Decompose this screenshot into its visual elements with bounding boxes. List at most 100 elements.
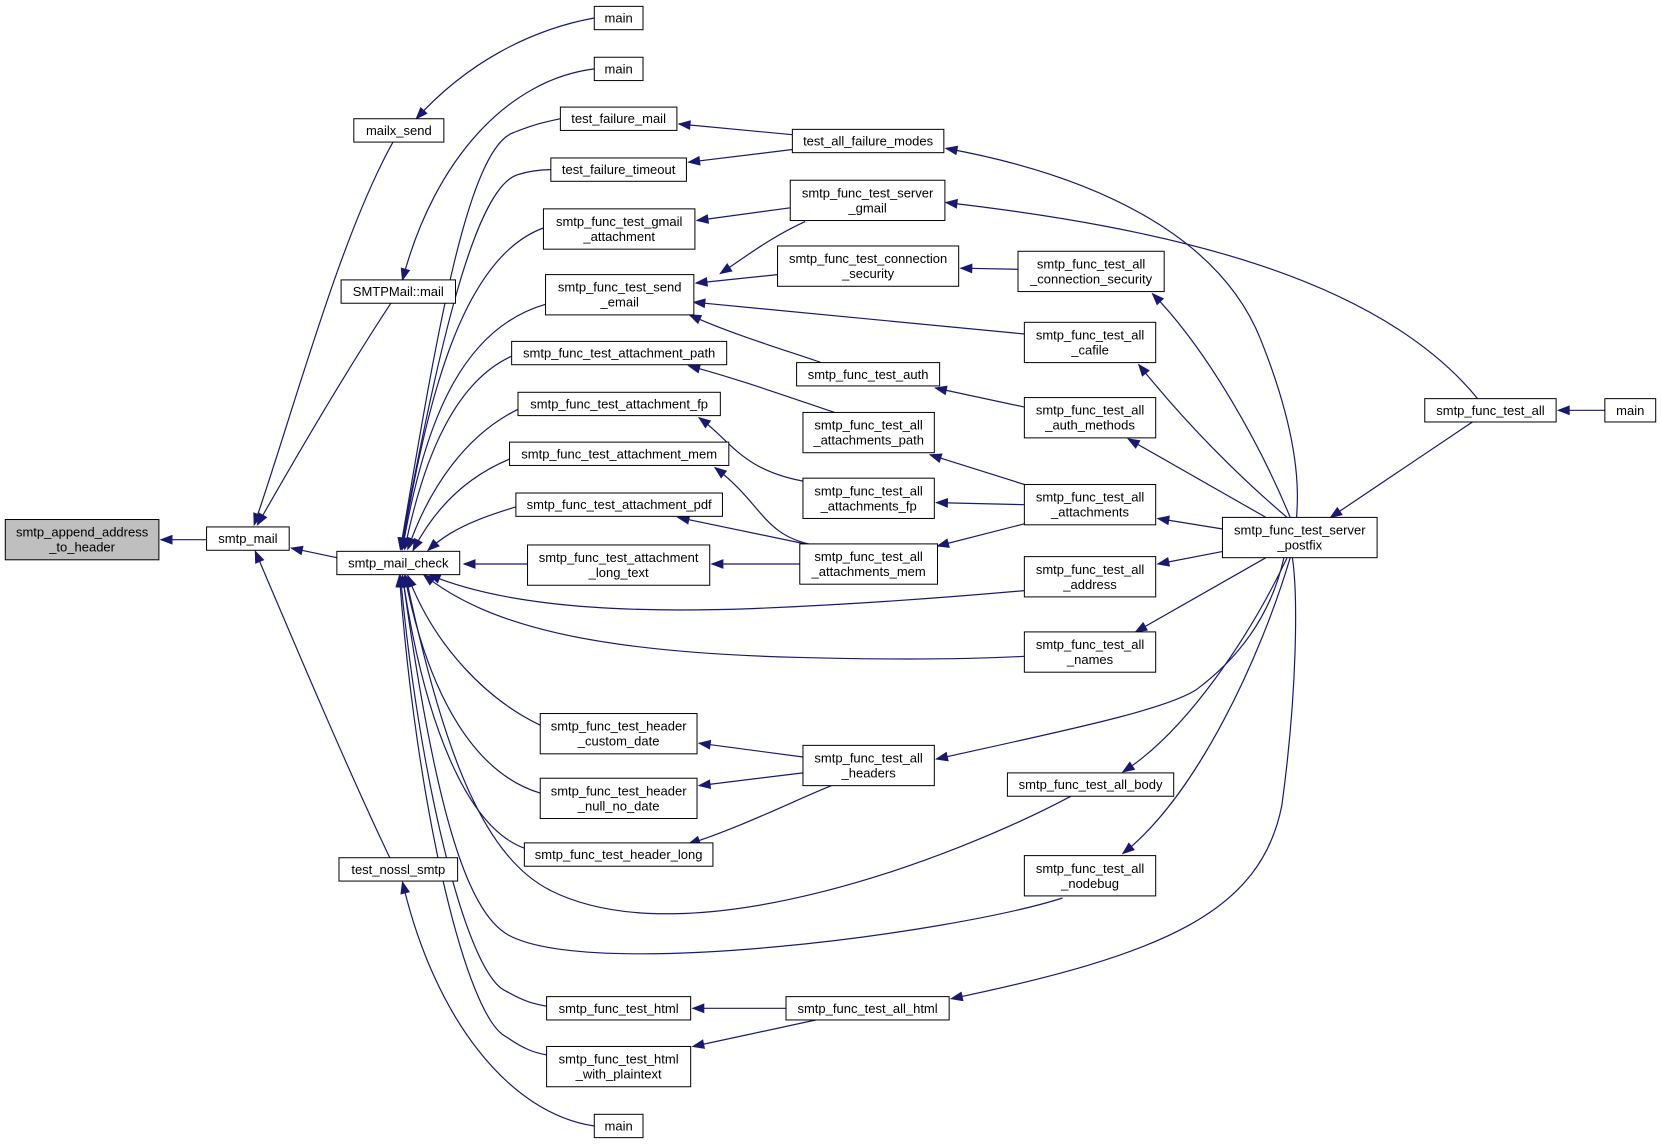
edge-n-smtpmail-main2 (401, 68, 595, 281)
graph-node-test-failure-mail[interactable]: test_failure_mail (559, 106, 678, 131)
graph-node-test-all[interactable]: smtp_func_test_all (1424, 398, 1557, 423)
node-box (546, 1045, 692, 1088)
edge-n-hdr-custom-all (699, 742, 804, 758)
arrowhead (400, 267, 411, 282)
graph-node-att-path[interactable]: smtp_func_test_attachment_path (511, 340, 728, 366)
graph-node-server-postfix[interactable]: smtp_func_test_server_postfix (1221, 516, 1378, 559)
node-box (1023, 855, 1157, 897)
arrowhead (1329, 506, 1343, 519)
graph-node-hdr-null[interactable]: smtp_func_test_header_null_no_date (539, 777, 698, 820)
graph-node-all-attachments[interactable]: smtp_func_test_all_attachments (1023, 484, 1157, 526)
node-box (539, 713, 698, 755)
arrowhead (944, 198, 958, 209)
node-label: smtp_func_test_html (559, 1001, 679, 1016)
node-label: test_failure_timeout (562, 162, 676, 177)
graph-node-smtpmail-mail[interactable]: SMTPMail::mail (340, 279, 457, 304)
graph-node-hdr-long[interactable]: smtp_func_test_header_long (523, 842, 714, 867)
graph-node-main1[interactable]: main (593, 5, 644, 31)
node-label: smtp_append_address (16, 525, 149, 540)
arrowhead (1137, 363, 1150, 377)
edge-n-gmail-srv-gmail (696, 207, 791, 222)
node-label: test_failure_mail (571, 111, 666, 126)
node-box (527, 544, 711, 586)
arrowhead (687, 364, 701, 374)
node-label: _address (1062, 577, 1117, 592)
node-label: _email (600, 295, 639, 310)
graph-node-att-fp[interactable]: smtp_func_test_attachment_fp (517, 391, 721, 417)
graph-node-all-att-mem[interactable]: smtp_func_test_all_attachments_mem (799, 543, 938, 585)
node-box (1006, 772, 1175, 797)
arrowhead (691, 1003, 705, 1014)
graph-node-root[interactable]: smtp_append_address_to_header (4, 519, 160, 561)
graph-node-conn-security[interactable]: smtp_func_test_connection_security (777, 245, 960, 287)
graph-node-gmail-attachment[interactable]: smtp_func_test_gmail_attachment (542, 208, 696, 250)
arrowhead (935, 751, 949, 762)
edge-n-mc-html-plain (398, 575, 547, 1056)
node-box (515, 492, 723, 517)
graph-node-test-nossl[interactable]: test_nossl_smtp (338, 857, 459, 882)
node-box (802, 477, 935, 519)
node-label: _null_no_date (577, 798, 660, 813)
node-label: _nodebug (1060, 876, 1119, 891)
graph-node-auth[interactable]: smtp_func_test_auth (796, 362, 941, 387)
graph-node-all-cafile[interactable]: smtp_func_test_all_cafile (1023, 321, 1157, 364)
graph-node-all-body[interactable]: smtp_func_test_all_body (1006, 772, 1175, 797)
graph-node-all-failure[interactable]: test_all_failure_modes (791, 128, 945, 154)
graph-node-send-email[interactable]: smtp_func_test_send_email (545, 274, 695, 316)
edge-n-html-plain-all-html (692, 1019, 816, 1048)
node-box (340, 279, 457, 304)
graph-node-att-mem[interactable]: smtp_func_test_attachment_mem (509, 441, 730, 466)
graph-node-mailx-send[interactable]: mailx_send (353, 118, 445, 143)
graph-node-all-html[interactable]: smtp_func_test_all_html (785, 996, 950, 1021)
node-label: mailx_send (366, 123, 432, 138)
graph-node-all-auth-methods[interactable]: smtp_func_test_all_auth_methods (1023, 397, 1157, 439)
arrowhead (719, 263, 733, 275)
edge-n-all-failure-postfix (945, 147, 1298, 518)
arrowhead (426, 538, 440, 552)
node-box (789, 179, 946, 222)
graph-node-all-conn-sec[interactable]: smtp_func_test_all_connection_security (1017, 250, 1165, 293)
graph-nodes: smtp_append_address_to_headersmtp_mailma… (4, 5, 1657, 1139)
edge-n-all-cafile-postfix (1138, 364, 1288, 518)
graph-node-html-plain[interactable]: smtp_func_test_html_with_plaintext (546, 1045, 692, 1088)
graph-node-server-gmail[interactable]: smtp_func_test_server_gmail (789, 179, 946, 222)
graph-node-test-failure-timeout[interactable]: test_failure_timeout (550, 157, 687, 182)
arrowhead (934, 497, 949, 508)
edge-n-att-pdf-all (677, 516, 811, 546)
arrowhead (691, 1039, 706, 1049)
graph-node-main3[interactable]: main (593, 1113, 644, 1139)
node-label: main (1616, 403, 1644, 418)
node-label: smtp_func_test_all (1436, 403, 1545, 418)
node-label: smtp_func_test_header_long (535, 847, 703, 862)
graph-node-att-pdf[interactable]: smtp_func_test_attachment_pdf (515, 492, 723, 517)
graph-node-hdr-custom[interactable]: smtp_func_test_header_custom_date (539, 713, 698, 755)
graph-node-all-headers[interactable]: smtp_func_test_all_headers (802, 744, 935, 787)
edge-n-tft-tff (688, 148, 793, 163)
node-box (796, 362, 941, 387)
edge-n-mc-att-path (404, 355, 512, 550)
graph-node-all-att-path[interactable]: smtp_func_test_all_attachments_path (802, 411, 935, 454)
node-label: smtp_func_test_send (558, 280, 682, 295)
graph-node-smtp-mail[interactable]: smtp_mail (206, 526, 290, 551)
node-box (777, 245, 960, 287)
graph-node-all-nodebug[interactable]: smtp_func_test_all_nodebug (1023, 855, 1157, 897)
graph-node-all-names[interactable]: smtp_func_test_all_names (1023, 631, 1157, 673)
graph-node-main4[interactable]: main (1604, 398, 1657, 423)
graph-node-html[interactable]: smtp_func_test_html (546, 996, 692, 1021)
graph-node-all-att-fp[interactable]: smtp_func_test_all_attachments_fp (802, 477, 935, 519)
arrowhead (694, 277, 708, 287)
graph-node-att-long[interactable]: smtp_func_test_attachment_long_text (527, 544, 711, 586)
edge-n-nossl-main3 (401, 881, 595, 1127)
arrowhead (677, 120, 691, 130)
arrowhead (928, 453, 943, 463)
node-label: smtp_func_test_all (814, 418, 923, 433)
node-label: main (605, 11, 633, 26)
edge-n-mc-all-nodebug (401, 575, 1063, 955)
edge-n-mc-send (401, 303, 546, 550)
graph-node-all-address[interactable]: smtp_func_test_all_address (1023, 556, 1157, 598)
graph-node-mail-check[interactable]: smtp_mail_check (336, 550, 461, 576)
edge-n-smtp-mail-smtpmail (256, 302, 392, 526)
graph-node-main2[interactable]: main (593, 56, 644, 82)
arrowhead (949, 991, 964, 1002)
node-box (1221, 516, 1378, 559)
